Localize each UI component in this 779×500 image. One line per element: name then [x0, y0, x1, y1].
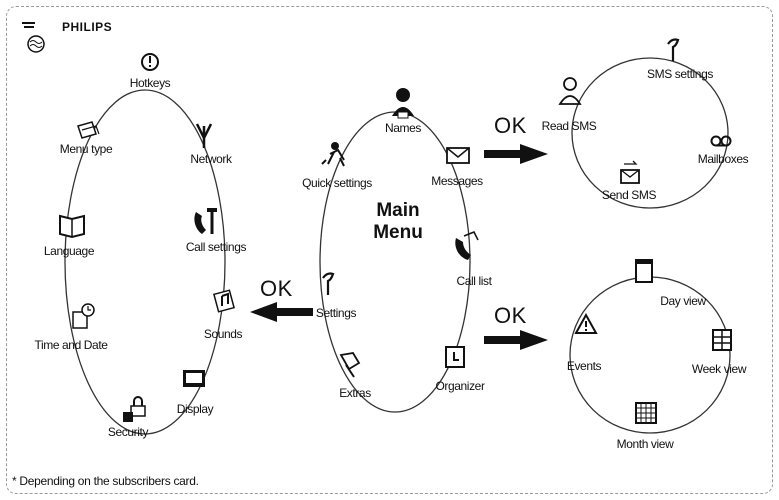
organizer-item-events: Events — [566, 359, 602, 373]
send-sms-icon — [620, 160, 640, 184]
extras-icon — [339, 352, 361, 378]
call-list-icon — [455, 231, 479, 260]
settings-item-security: Security — [107, 425, 149, 439]
main-menu-title-line1: Main — [376, 200, 420, 221]
sms-item-mailboxes: Mailboxes — [697, 152, 749, 166]
arrow-to-organizer — [484, 330, 548, 350]
main-menu-title-line2: Menu — [373, 222, 423, 243]
settings-icon — [322, 272, 335, 295]
arrow-to-settings — [250, 302, 313, 322]
settings-item-display: Display — [176, 402, 214, 416]
footnote: * Depending on the subscribers card. — [12, 474, 199, 488]
settings-item-network: Network — [190, 152, 232, 166]
settings-item-call-settings: Call settings — [185, 240, 247, 254]
network-icon — [195, 123, 213, 148]
brand-name: PHILIPS — [62, 20, 113, 34]
settings-item-time-and-date: Time and Date — [34, 338, 108, 352]
main-item-names: Names — [384, 121, 422, 135]
sms-item-send-sms: Send SMS — [601, 188, 657, 202]
main-item-messages: Messages — [431, 174, 483, 188]
mailboxes-icon — [710, 135, 732, 147]
main-item-quick-settings: Quick settings — [302, 176, 372, 190]
security-icon — [123, 396, 146, 422]
sms-cycle — [571, 57, 729, 209]
sms-item-sms-settings: SMS settings — [647, 67, 713, 81]
display-icon — [183, 370, 205, 387]
read-sms-icon — [558, 77, 582, 105]
arrow-to-sms — [484, 144, 548, 164]
sms-settings-icon — [667, 38, 680, 61]
day-view-icon — [635, 259, 653, 283]
main-item-organizer: Organizer — [435, 379, 485, 393]
main-item-settings: Settings — [315, 306, 357, 320]
quick-settings-icon — [321, 142, 345, 167]
settings-item-menu-type: Menu type — [59, 142, 113, 156]
menu-type-icon — [77, 121, 100, 139]
settings-cycle — [64, 89, 226, 435]
sms-item-read-sms: Read SMS — [541, 119, 597, 133]
diagram-frame — [6, 6, 773, 494]
main-item-call-list: Call list — [456, 274, 492, 288]
language-icon — [59, 214, 85, 239]
organizer-item-week-view: Week view — [691, 362, 747, 376]
ok-label-organizer: OK — [494, 303, 527, 328]
organizer-item-month-view: Month view — [616, 437, 674, 451]
main-item-extras: Extras — [339, 386, 371, 400]
messages-icon — [446, 147, 470, 164]
main-menu-title: Main Menu — [362, 200, 434, 244]
organizer-icon — [445, 346, 465, 368]
time-and-date-icon — [72, 303, 95, 329]
settings-item-sounds: Sounds — [203, 327, 243, 341]
hotkeys-icon — [141, 53, 159, 71]
week-view-icon — [712, 329, 732, 351]
sounds-icon — [213, 289, 235, 313]
call-settings-icon — [194, 208, 217, 234]
month-view-icon — [635, 402, 657, 424]
events-icon — [574, 312, 598, 334]
organizer-item-day-view: Day view — [660, 294, 706, 308]
philips-logo — [22, 22, 45, 53]
ok-label-settings: OK — [260, 276, 293, 301]
settings-item-hotkeys: Hotkeys — [129, 76, 171, 90]
ok-label-sms: OK — [494, 113, 527, 138]
names-icon — [392, 88, 414, 119]
settings-item-language: Language — [43, 244, 95, 258]
